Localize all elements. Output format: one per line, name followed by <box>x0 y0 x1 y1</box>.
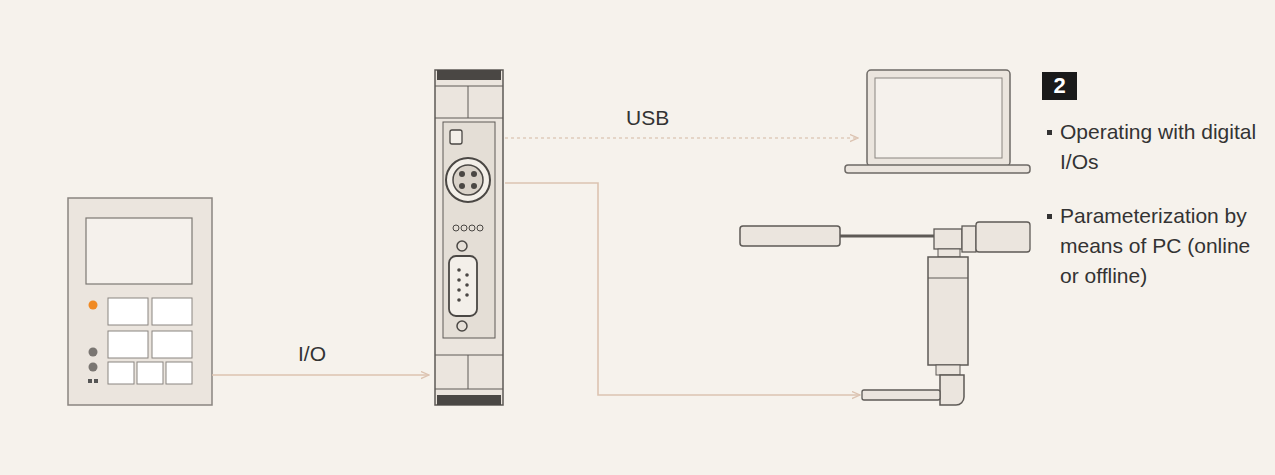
io-wire <box>212 374 429 376</box>
sensor-cable <box>505 183 860 395</box>
din-rail-module <box>435 70 503 405</box>
signal-label: USB <box>626 103 706 133</box>
feature-text: Operating with digital I/Os <box>1060 117 1265 177</box>
bullet-square <box>1047 130 1052 135</box>
bullet-square <box>1047 214 1052 219</box>
usb-wire <box>505 137 858 139</box>
laptop <box>845 70 1030 173</box>
signal-label: I/O <box>298 339 358 369</box>
callout-number: 2 <box>1053 73 1065 99</box>
operator-panel <box>68 198 212 405</box>
feature-text: Parameterization by means of PC (online … <box>1060 201 1265 291</box>
sensor <box>740 222 1030 405</box>
callout-number-box: 2 <box>1042 72 1077 100</box>
